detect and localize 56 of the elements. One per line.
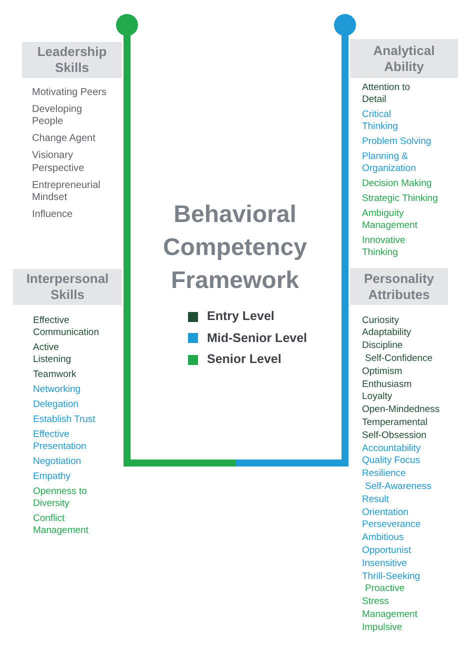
competency-label: Innovative Thinking (362, 235, 406, 259)
category-header: Personality Attributes (350, 268, 448, 305)
competency-label: Effective Presentation (33, 429, 86, 453)
competency-label: Empathy (33, 471, 70, 483)
category-header: Leadership Skills (22, 42, 122, 78)
competency-label: Decision Making (362, 178, 432, 190)
competency-label: Open-Mindedness (362, 404, 440, 417)
competency-label: Developing People (32, 104, 82, 129)
competency-label: Result Orientation (362, 494, 408, 520)
competency-label: Insensitive (362, 558, 407, 571)
competency-label: Self-Awareness (365, 480, 432, 494)
competency-label: Teamwork (33, 369, 76, 381)
legend-label: Entry Level (207, 309, 274, 324)
category-header: Analytical Ability (350, 39, 458, 78)
competency-label: Ambitious (362, 532, 404, 545)
competency-label: Stress Management (362, 596, 418, 622)
competency-label: Visionary Perspective (32, 150, 84, 176)
competency-label: Self-Confidence (365, 352, 433, 366)
competency-label: Strategic Thinking (362, 193, 438, 205)
competency-label: Influence (32, 208, 73, 222)
category-header: Interpersonal Skills (13, 269, 122, 305)
competency-label: Curiosity (362, 314, 399, 328)
competency-label: Adaptability (362, 327, 412, 340)
competency-label: Resilience (362, 468, 406, 481)
competency-label: Change Agent (32, 133, 96, 146)
competency-label: Quality Focus (362, 455, 420, 468)
competency-label: Enthusiasm (362, 378, 412, 392)
competency-label: Temperamental (362, 416, 428, 430)
competency-label: Networking (33, 384, 81, 396)
competency-label: Perseverance (362, 519, 421, 532)
competency-label: Motivating Peers (32, 87, 106, 100)
competency-label: Active Listening (33, 342, 72, 366)
competency-label: Optimism (362, 366, 402, 379)
competency-label: Accountability (362, 442, 421, 456)
competency-label: Opportunist (362, 544, 412, 558)
competency-label: Discipline (362, 340, 403, 353)
competency-label: Thrill-Seeking (362, 570, 420, 584)
competency-label: Problem Solving (362, 136, 432, 148)
competency-label: Impulsive (362, 622, 402, 635)
legend-label: Senior Level (207, 352, 282, 367)
competency-label: Ambiguity Management (362, 208, 418, 232)
competency-label: Openness to Diversity (33, 486, 87, 510)
competency-label: Negotiation (33, 456, 82, 468)
diagram-title: Behavioral Competency Framework (162, 200, 308, 296)
competency-label: Entrepreneurial Mindset (32, 180, 100, 205)
competency-label: Self-Obsession (362, 430, 426, 443)
competency-label: Planning & Organization (362, 151, 416, 175)
legend-label: Mid-Senior Level (207, 330, 308, 346)
competency-label: Attention to Detail (362, 82, 410, 106)
competency-label: Proactive (365, 583, 405, 596)
competency-label: Conflict Management (33, 513, 88, 537)
competency-label: Loyalty (362, 391, 392, 404)
competency-label: Critical Thinking (362, 109, 398, 133)
competency-label: Effective Communication (33, 315, 99, 339)
competency-label: Establish Trust (33, 414, 96, 426)
competency-label: Delegation (33, 399, 78, 411)
